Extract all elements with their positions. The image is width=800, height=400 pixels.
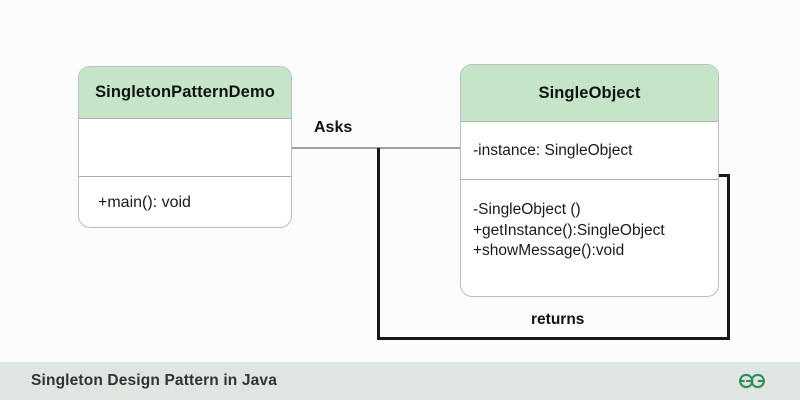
connector-label-asks: Asks [314,119,353,136]
connector-returns-bottom-horizontal [377,337,730,340]
uml-class-single-object[interactable]: SingleObject -instance: SingleObject -Si… [460,64,719,297]
uml-operations-singleton-pattern-demo: +main(): void [79,176,291,227]
uml-class-name-single-object: SingleObject [461,65,718,122]
uml-attributes-single-object: -instance: SingleObject [461,122,718,179]
uml-attribute-instance: -instance: SingleObject [473,142,633,160]
uml-operation-constructor: -SingleObject () [473,201,581,218]
geeksforgeeks-logo-icon [735,371,769,391]
connector-asks-line [291,147,461,149]
uml-class-name-singleton-pattern-demo: SingletonPatternDemo [79,67,291,119]
uml-operation-show-message: +showMessage():void [473,242,625,260]
uml-attributes-singleton-pattern-demo [79,119,291,176]
footer-caption: Singleton Design Pattern in Java [31,372,277,389]
uml-operation-main: +main(): void [98,194,191,212]
connector-returns-left-vertical [377,148,380,340]
connector-label-returns: returns [531,311,585,328]
uml-operations-single-object: -SingleObject () +getInstance():SingleOb… [461,179,718,296]
footer-bar: Singleton Design Pattern in Java [0,362,800,400]
uml-operation-get-instance: +getInstance():SingleObject [473,221,665,239]
connector-returns-right-vertical [727,174,730,339]
uml-class-singleton-pattern-demo[interactable]: SingletonPatternDemo +main(): void [78,66,292,228]
